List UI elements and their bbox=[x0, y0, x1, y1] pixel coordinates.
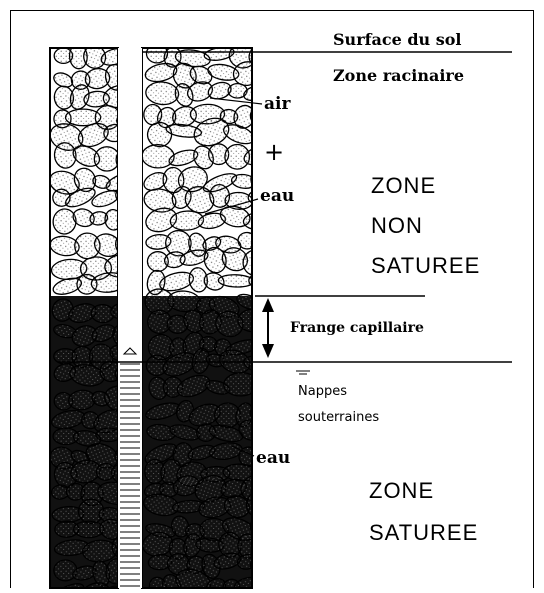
soil-grain bbox=[248, 550, 287, 582]
aquifer-label-2: souterraines bbox=[298, 410, 379, 425]
water-label-bottom: eau bbox=[256, 448, 290, 468]
unsaturated-zone-label-3: SATUREE bbox=[371, 255, 480, 277]
plus-sign: + bbox=[264, 138, 284, 166]
right-soil-column bbox=[141, 38, 289, 593]
well-shaft bbox=[118, 48, 142, 588]
soil-grain bbox=[249, 512, 283, 541]
capillary-fringe-label: Frange capillaire bbox=[290, 320, 424, 336]
unsaturated-zone-label-1: ZONE bbox=[371, 175, 436, 197]
unsaturated-zone-label-2: NON bbox=[371, 215, 423, 237]
water-label-top: eau bbox=[260, 186, 294, 206]
air-label: air bbox=[264, 94, 290, 114]
saturated-zone-label-1: ZONE bbox=[369, 480, 434, 502]
capillary-fringe-arrow bbox=[262, 298, 274, 358]
root-zone-label: Zone racinaire bbox=[333, 66, 464, 85]
soil-grain bbox=[248, 227, 280, 255]
saturated-zone-label-2: SATUREE bbox=[369, 522, 478, 544]
soil-grain bbox=[251, 534, 272, 554]
soil-grain bbox=[223, 372, 258, 396]
soil-grain bbox=[238, 309, 270, 332]
soil-grain bbox=[142, 144, 175, 168]
surface-label: Surface du sol bbox=[333, 30, 462, 49]
aquifer-label-1: Nappes bbox=[298, 384, 347, 399]
soil-grain bbox=[250, 372, 275, 398]
